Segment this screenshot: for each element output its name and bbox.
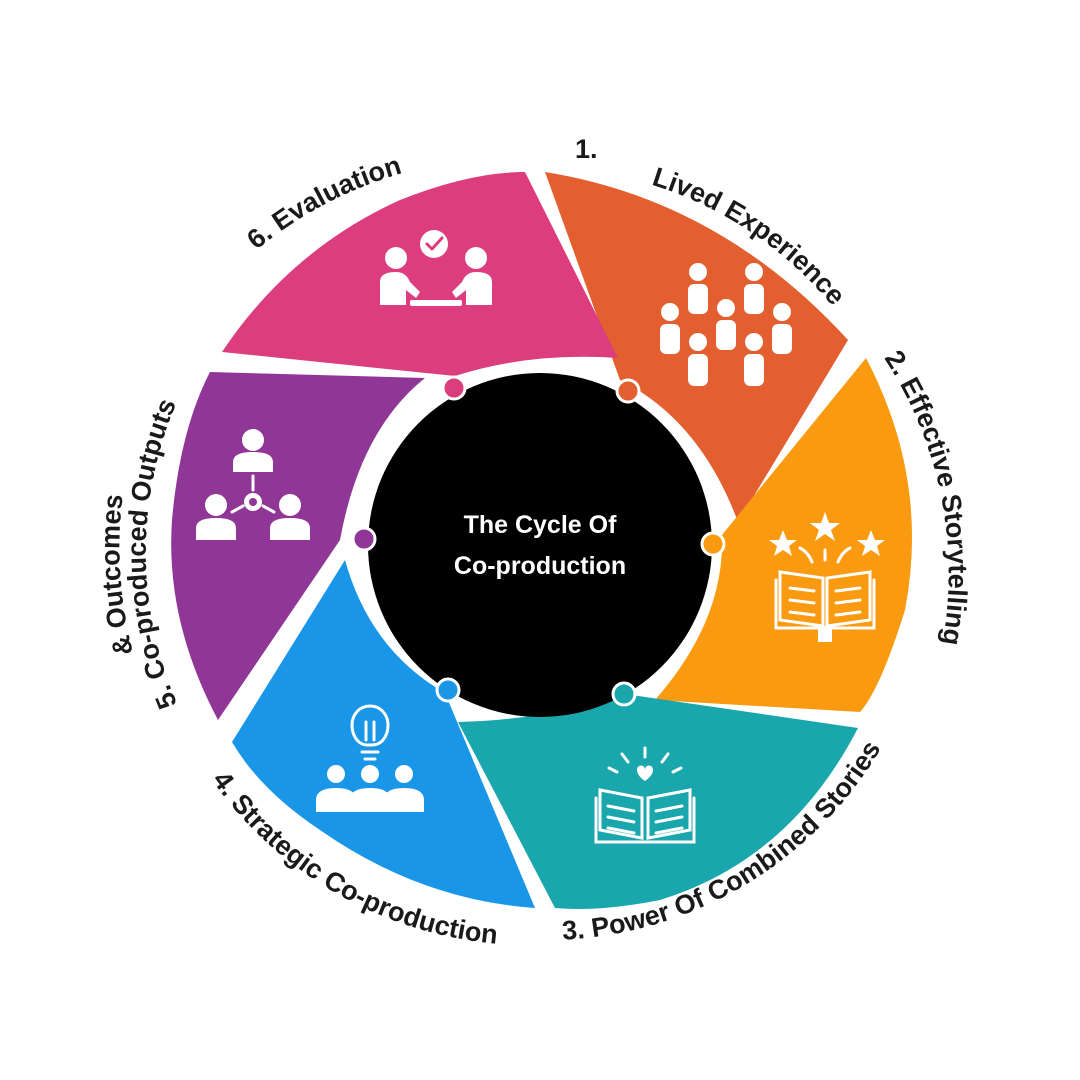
lightbulb-team-icon bbox=[316, 704, 424, 812]
open-book-heart-icon bbox=[594, 746, 696, 844]
dot-pink bbox=[441, 375, 467, 401]
segment-evaluation bbox=[222, 172, 618, 376]
label-lived-experience-number: 1. bbox=[575, 134, 598, 164]
dot-purple bbox=[351, 526, 377, 552]
dot-blue bbox=[435, 677, 461, 703]
segment-power-of-combined-stories bbox=[458, 693, 858, 909]
dot-amber bbox=[700, 531, 726, 557]
dot-teal bbox=[611, 681, 637, 707]
handshake-check-icon bbox=[380, 230, 492, 306]
segment-strategic-co-production bbox=[232, 560, 535, 908]
center-title-line2: Co-production bbox=[454, 552, 626, 580]
dot-orange bbox=[615, 378, 641, 404]
network-team-gear-icon bbox=[196, 429, 310, 540]
center-title-line1: The Cycle Of bbox=[464, 511, 617, 539]
people-group-icon bbox=[660, 263, 792, 386]
open-book-stars-icon bbox=[769, 512, 885, 642]
center-circle bbox=[368, 373, 712, 717]
